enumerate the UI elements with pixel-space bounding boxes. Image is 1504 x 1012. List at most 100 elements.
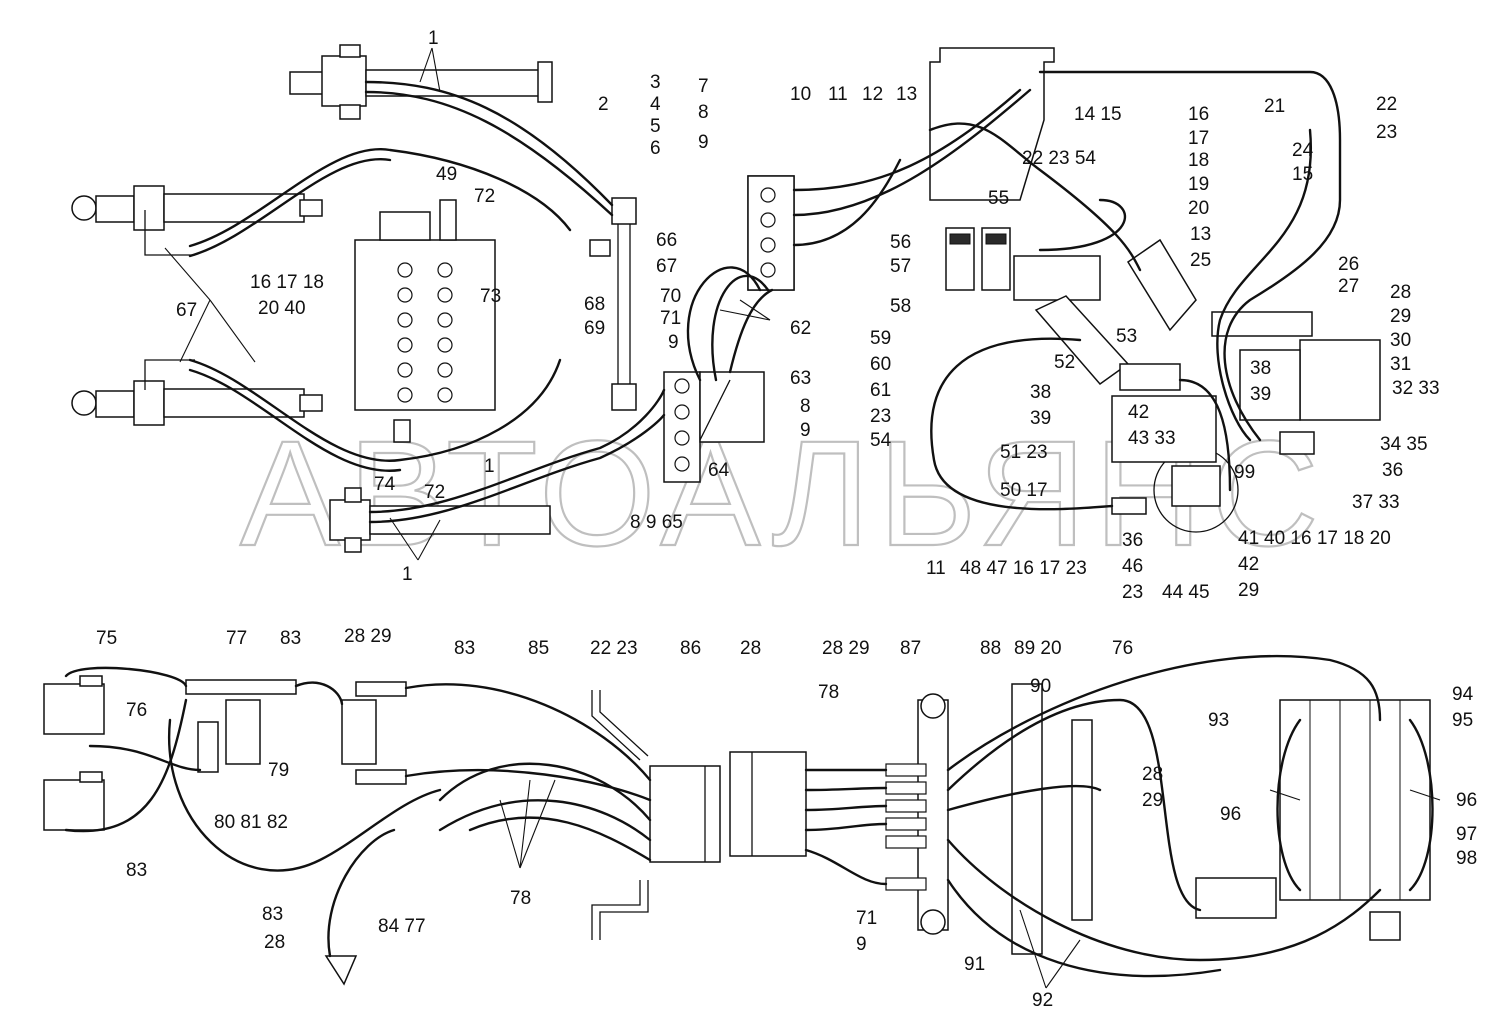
callout-37-33: 37 33 xyxy=(1352,492,1400,513)
callout-85: 85 xyxy=(528,638,549,659)
callout-17: 17 xyxy=(1188,128,1209,149)
callout-62: 62 xyxy=(790,318,811,339)
callout-32-33: 32 33 xyxy=(1392,378,1440,399)
callout-13b: 13 xyxy=(1190,224,1211,245)
callout-27: 27 xyxy=(1338,276,1359,297)
callout-8-9-65: 8 9 65 xyxy=(630,512,683,533)
callout-26: 26 xyxy=(1338,254,1359,275)
callout-8b: 8 xyxy=(800,396,811,417)
callout-13: 13 xyxy=(896,84,917,105)
callout-11: 11 xyxy=(828,84,848,105)
lower-left-pumps xyxy=(43,675,105,831)
callout-25: 25 xyxy=(1190,250,1211,271)
rails-90 xyxy=(1011,683,1093,955)
callout-24: 24 xyxy=(1292,140,1314,161)
callout-40-16-17-18-20: 40 16 17 18 20 xyxy=(1264,528,1391,549)
callout-76: 76 xyxy=(126,700,147,721)
callout-16-17-18: 16 17 18 xyxy=(250,272,324,293)
callout-1: 1 xyxy=(428,28,439,49)
callout-92: 92 xyxy=(1032,990,1053,1011)
callout-9: 9 xyxy=(698,132,709,153)
callout-80-81-82: 80 81 82 xyxy=(214,812,288,833)
callout-86: 86 xyxy=(680,638,701,659)
callout-71b: 71 xyxy=(856,908,877,929)
callout-58: 58 xyxy=(890,296,911,317)
callout-39: 39 xyxy=(1250,384,1271,405)
callout-60: 60 xyxy=(870,354,891,375)
callout-61: 61 xyxy=(870,380,891,401)
callout-83c: 83 xyxy=(126,860,147,881)
callout-1c: 1 xyxy=(402,564,413,585)
callout-83b: 83 xyxy=(454,638,475,659)
callout-1b: 1 xyxy=(484,456,495,477)
callout-83d: 83 xyxy=(262,904,283,925)
callout-23: 23 xyxy=(1376,122,1397,143)
callout-28-29b: 28 29 xyxy=(822,638,870,659)
callout-22-23-54: 22 23 54 xyxy=(1022,148,1096,169)
callout-88: 88 xyxy=(980,638,1001,659)
callout-75: 75 xyxy=(96,628,117,649)
callout-52: 52 xyxy=(1054,352,1075,373)
callout-57: 57 xyxy=(890,256,911,277)
callout-29b: 29 xyxy=(1238,580,1259,601)
callout-29d: 29 xyxy=(1142,790,1163,811)
callout-70: 70 xyxy=(660,286,681,307)
distributor-bottom xyxy=(663,371,765,483)
callout-71: 71 xyxy=(660,308,681,329)
callout-78: 78 xyxy=(818,682,839,703)
callout-8: 8 xyxy=(698,102,709,123)
filters-lower xyxy=(185,679,407,785)
callout-28: 28 xyxy=(1390,282,1411,303)
main-valve-block xyxy=(1195,699,1431,941)
callout-96-right: 96 xyxy=(1456,790,1477,811)
callout-22: 22 xyxy=(1376,94,1397,115)
control-valve-block xyxy=(354,199,496,443)
callout-90: 90 xyxy=(1030,676,1051,697)
callout-46: 46 xyxy=(1122,556,1143,577)
plate-87 xyxy=(885,693,949,935)
callout-30: 30 xyxy=(1390,330,1411,351)
callout-87: 87 xyxy=(900,638,921,659)
callout-9b: 9 xyxy=(668,332,679,353)
callout-67r: 67 xyxy=(656,256,677,277)
callout-3: 3 xyxy=(650,72,661,93)
callout-89-20: 89 20 xyxy=(1014,638,1062,659)
callout-34-35: 34 35 xyxy=(1380,434,1428,455)
callout-28b: 28 xyxy=(740,638,761,659)
callout-23c: 23 xyxy=(1122,582,1143,603)
center-valve xyxy=(1111,395,1239,533)
callout-28c: 28 xyxy=(264,932,285,953)
callout-11b: 11 xyxy=(926,558,946,579)
callout-59: 59 xyxy=(870,328,891,349)
callout-20-40: 20 40 xyxy=(258,298,306,319)
callout-72: 72 xyxy=(474,186,495,207)
callout-91: 91 xyxy=(964,954,985,975)
callout-38: 38 xyxy=(1250,358,1271,379)
callout-20: 20 xyxy=(1188,198,1209,219)
callout-28-29: 28 29 xyxy=(344,626,392,647)
manifold-bar xyxy=(589,197,637,411)
callout-50-17: 50 17 xyxy=(1000,480,1048,501)
callout-69: 69 xyxy=(584,318,605,339)
hoses-upper xyxy=(188,70,1342,524)
callout-54: 54 xyxy=(870,430,892,451)
callout-9d: 9 xyxy=(856,934,867,955)
callout-7: 7 xyxy=(698,76,709,97)
callout-42: 42 xyxy=(1128,402,1149,423)
callout-98: 98 xyxy=(1456,848,1477,869)
callout-21: 21 xyxy=(1264,96,1285,117)
callout-38b: 38 xyxy=(1030,382,1051,403)
callout-39b: 39 xyxy=(1030,408,1051,429)
callout-56: 56 xyxy=(890,232,911,253)
callout-19: 19 xyxy=(1188,174,1209,195)
intake-pipe xyxy=(1013,238,1197,391)
callout-68: 68 xyxy=(584,294,605,315)
callout-14-15: 14 15 xyxy=(1074,104,1122,125)
callout-23b: 23 xyxy=(870,406,891,427)
callout-41: 41 xyxy=(1238,528,1259,549)
callout-10: 10 xyxy=(790,84,811,105)
callout-12: 12 xyxy=(862,84,883,105)
callout-43-33: 43 33 xyxy=(1128,428,1176,449)
distributor-top xyxy=(747,175,795,291)
